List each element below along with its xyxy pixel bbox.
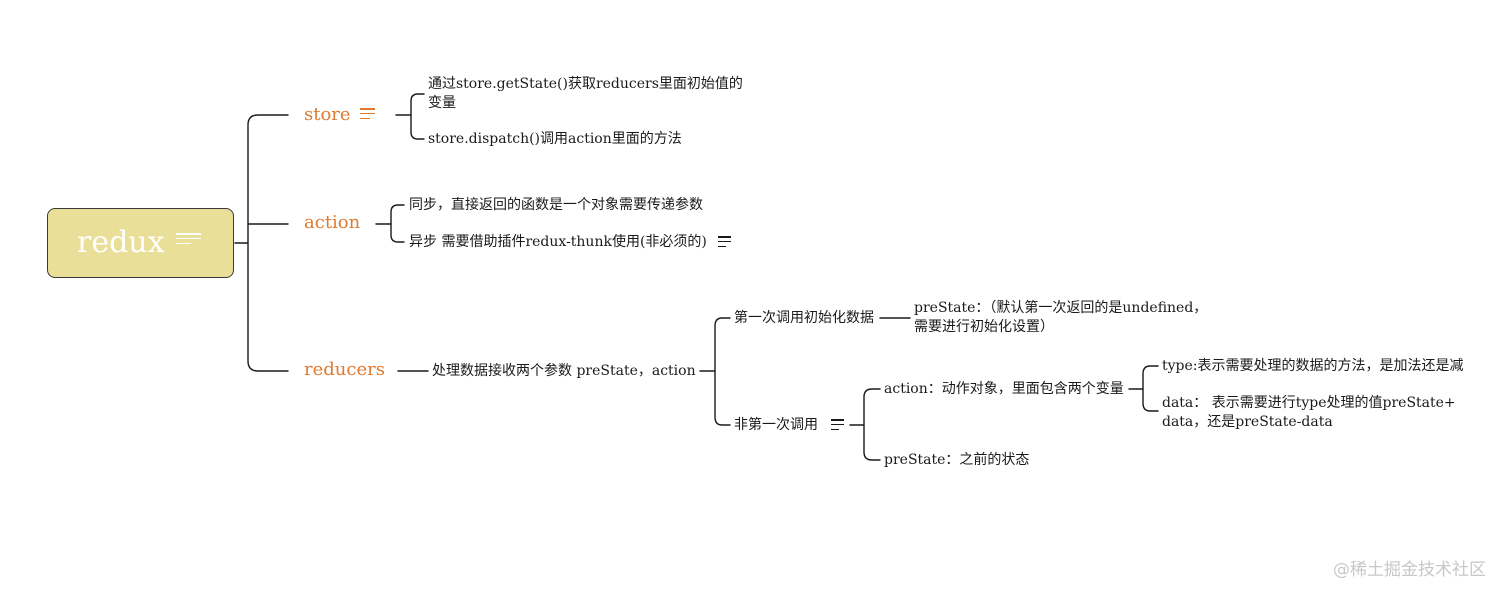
- action-async-text: 异步 需要借助插件redux-thunk使用(非必须的): [409, 234, 707, 250]
- prestate-previous-text: preState：之前的状态: [884, 452, 1030, 468]
- type-text: type:表示需要处理的数据的方法，是加法还是减: [1162, 358, 1464, 374]
- menu-lines-icon: [360, 108, 375, 122]
- store-getstate-text: 通过store.getState()获取reducers里面初始值的: [428, 76, 743, 92]
- menu-lines-icon: [718, 236, 731, 250]
- data-text-cont: data，还是preState-data: [1162, 414, 1333, 430]
- root-node[interactable]: [47, 208, 234, 278]
- data-text: data： 表示需要进行type处理的值preState+: [1162, 395, 1456, 411]
- first-prestate-text-cont: 需要进行初始化设置）: [914, 319, 1054, 335]
- store-getstate-text-cont: 变量: [428, 95, 456, 111]
- watermark: @稀土掘金技术社区: [1333, 560, 1486, 580]
- menu-lines-icon: [831, 419, 844, 433]
- non-first-call-label: 非第一次调用: [734, 417, 818, 433]
- branch-reducers-label[interactable]: reducers: [304, 359, 385, 380]
- branch-action-label[interactable]: action: [304, 212, 361, 233]
- menu-lines-icon: [176, 233, 201, 247]
- action-sync-text: 同步，直接返回的函数是一个对象需要传递参数: [409, 197, 703, 213]
- root-label: redux: [77, 225, 165, 260]
- action-object-text: action：动作对象，里面包含两个变量: [884, 381, 1124, 397]
- first-prestate-text: preState：（默认第一次返回的是undefined，: [914, 300, 1208, 316]
- store-dispatch-text: store.dispatch()调用action里面的方法: [428, 131, 682, 147]
- branch-store-label[interactable]: store: [304, 104, 351, 125]
- reducers-desc-text: 处理数据接收两个参数 preState，action: [432, 363, 696, 379]
- first-call-label: 第一次调用初始化数据: [734, 310, 874, 326]
